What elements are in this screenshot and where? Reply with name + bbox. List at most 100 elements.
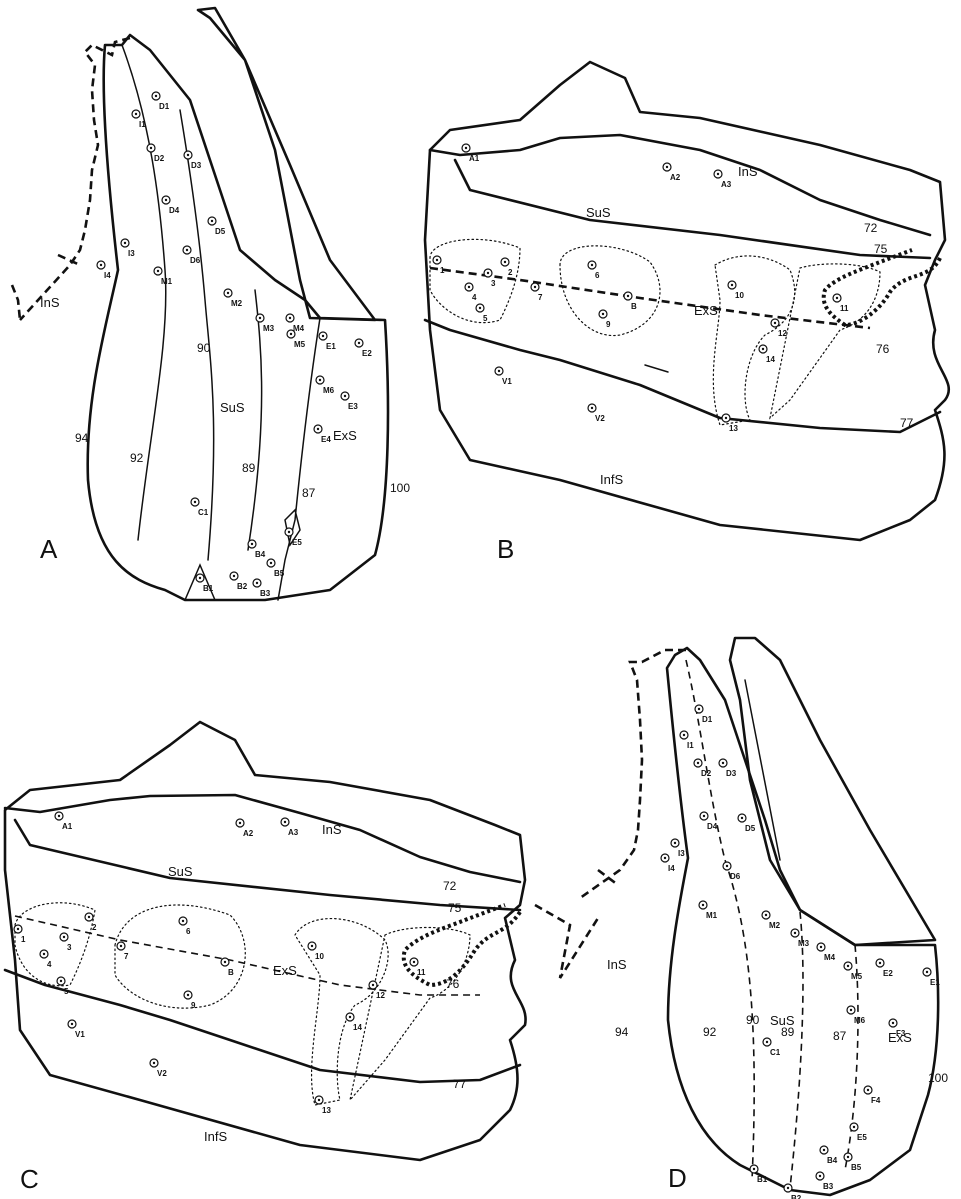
value-label: 77 bbox=[453, 1077, 467, 1091]
seta-marker: 7 bbox=[531, 283, 543, 302]
seta-label: D2 bbox=[701, 769, 712, 778]
seta-dot bbox=[319, 379, 321, 381]
seta-marker: B bbox=[624, 292, 637, 311]
seta-label: M4 bbox=[824, 953, 836, 962]
region-label: SuS bbox=[220, 400, 245, 415]
seta-marker: D2 bbox=[694, 759, 712, 778]
seta-label: 2 bbox=[92, 923, 97, 932]
seta-dot bbox=[270, 562, 272, 564]
seta-dot bbox=[413, 961, 415, 963]
seta-dot bbox=[774, 322, 776, 324]
region-label: InfS bbox=[204, 1129, 227, 1144]
value-label: 90 bbox=[197, 341, 211, 355]
seta-dot bbox=[666, 166, 668, 168]
seta-label: 4 bbox=[47, 960, 52, 969]
seta-label: 14 bbox=[353, 1023, 362, 1032]
seta-dot bbox=[602, 313, 604, 315]
region-label: InS bbox=[40, 295, 60, 310]
seta-dot bbox=[853, 1126, 855, 1128]
seta-dot bbox=[717, 173, 719, 175]
seta-label: D6 bbox=[190, 256, 201, 265]
seta-label: B1 bbox=[757, 1175, 768, 1184]
seta-marker: D1 bbox=[152, 92, 170, 111]
seta-marker: D2 bbox=[147, 144, 165, 163]
seta-label: I3 bbox=[128, 249, 135, 258]
seta-dot bbox=[187, 154, 189, 156]
seta-dot bbox=[165, 199, 167, 201]
seta-dot bbox=[741, 817, 743, 819]
seta-dot bbox=[726, 865, 728, 867]
seta-label: F3 bbox=[896, 1029, 906, 1038]
seta-label: M3 bbox=[798, 939, 810, 948]
panel-d: DInSSuSExS9492908987100D1I1D2D3D4D5I3I4D… bbox=[580, 638, 948, 1199]
panel-label: A bbox=[40, 534, 58, 564]
seta-dot bbox=[697, 762, 699, 764]
seta-label: E5 bbox=[857, 1133, 867, 1142]
seta-label: I4 bbox=[104, 271, 111, 280]
seta-label: A3 bbox=[288, 828, 299, 837]
seta-label: 9 bbox=[606, 320, 611, 329]
seta-label: E3 bbox=[348, 402, 358, 411]
seta-marker: D5 bbox=[738, 814, 756, 833]
seta-label: 2 bbox=[508, 268, 513, 277]
seta-label: A1 bbox=[469, 154, 480, 163]
seta-label: 7 bbox=[124, 952, 129, 961]
seta-dot bbox=[284, 821, 286, 823]
seta-label: C1 bbox=[770, 1048, 781, 1057]
seta-label: D5 bbox=[745, 824, 756, 833]
seta-dot bbox=[233, 575, 235, 577]
region-label: InS bbox=[738, 164, 758, 179]
seta-marker: 14 bbox=[759, 345, 775, 364]
panel-label: C bbox=[20, 1164, 39, 1194]
seta-dot bbox=[725, 417, 727, 419]
seta-dot bbox=[239, 822, 241, 824]
seta-marker: I4 bbox=[97, 261, 111, 280]
value-label: 92 bbox=[130, 451, 144, 465]
seta-dot bbox=[311, 945, 313, 947]
seta-dot bbox=[155, 95, 157, 97]
seta-dot bbox=[372, 984, 374, 986]
value-label: 77 bbox=[900, 416, 914, 430]
seta-marker: A2 bbox=[236, 819, 254, 838]
seta-label: M2 bbox=[769, 921, 781, 930]
seta-label: D1 bbox=[159, 102, 170, 111]
value-label: 87 bbox=[302, 486, 316, 500]
seta-dot bbox=[766, 1041, 768, 1043]
seta-label: B2 bbox=[791, 1194, 802, 1199]
seta-dot bbox=[157, 270, 159, 272]
seta-label: M1 bbox=[706, 911, 718, 920]
region-label: InfS bbox=[600, 472, 623, 487]
seta-label: B bbox=[631, 302, 637, 311]
seta-marker: E2 bbox=[876, 959, 893, 978]
seta-marker: 10 bbox=[728, 281, 744, 300]
seta-marker: I4 bbox=[661, 854, 675, 873]
seta-dot bbox=[702, 904, 704, 906]
seta-marker: M2 bbox=[762, 911, 781, 930]
seta-marker: B3 bbox=[816, 1172, 834, 1191]
seta-dot bbox=[259, 317, 261, 319]
seta-marker: I1 bbox=[132, 110, 146, 129]
seta-label: 7 bbox=[538, 293, 543, 302]
seta-label: 6 bbox=[186, 927, 191, 936]
seta-dot bbox=[63, 936, 65, 938]
seta-label: M5 bbox=[294, 340, 306, 349]
seta-label: B5 bbox=[274, 569, 285, 578]
seta-dot bbox=[194, 501, 196, 503]
seta-label: D4 bbox=[707, 822, 718, 831]
seta-label: 14 bbox=[766, 355, 775, 364]
value-label: 89 bbox=[781, 1025, 795, 1039]
seta-label: 3 bbox=[491, 279, 496, 288]
seta-dot bbox=[627, 295, 629, 297]
seta-label: B3 bbox=[260, 589, 271, 598]
seta-dot bbox=[322, 335, 324, 337]
region-label: SuS bbox=[168, 864, 193, 879]
seta-label: I4 bbox=[668, 864, 675, 873]
seta-dot bbox=[698, 708, 700, 710]
seta-marker: B4 bbox=[248, 540, 266, 559]
seta-label: D2 bbox=[154, 154, 165, 163]
seta-label: I1 bbox=[687, 741, 694, 750]
seta-marker: 10 bbox=[308, 942, 324, 961]
seta-label: D4 bbox=[169, 206, 180, 215]
seta-marker: 13 bbox=[315, 1096, 331, 1115]
seta-marker: I3 bbox=[671, 839, 685, 858]
